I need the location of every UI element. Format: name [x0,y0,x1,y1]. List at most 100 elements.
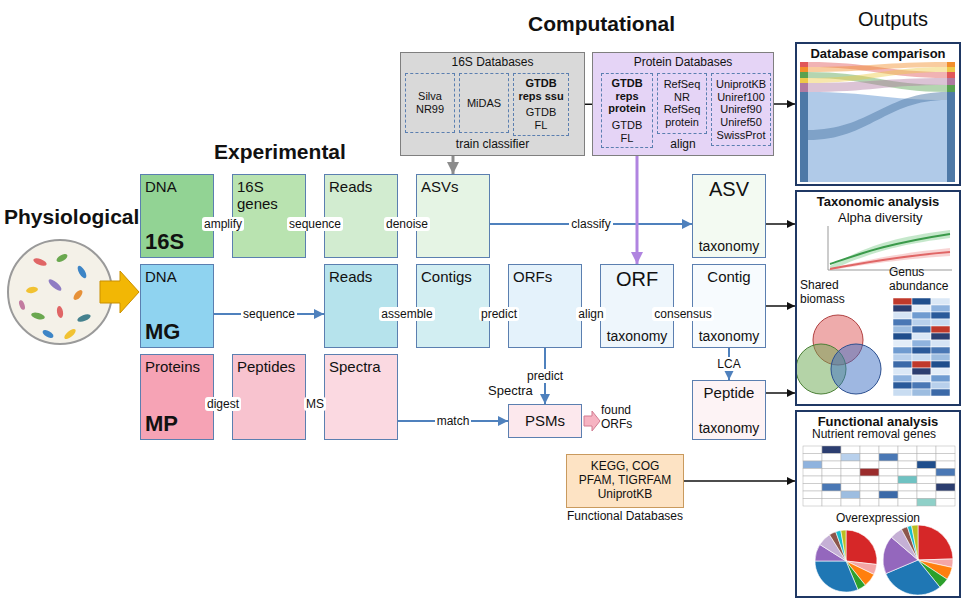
heatmap-cell [893,389,912,396]
heatmap-cell [860,469,879,477]
pie-slice [815,561,858,592]
microbes [18,252,92,340]
text-label: Outputs [858,8,928,31]
heatmap-cell [879,469,898,477]
heatmap-cell [803,499,822,507]
heatmap-cell [893,375,912,382]
heatmap-cell [912,347,931,354]
pie-slice [841,530,846,561]
heatmap-cell [912,312,931,319]
heatmap-cell [917,469,936,477]
node-text: Database comparison [801,47,955,62]
microbe [18,299,26,310]
heatmap-cell [912,333,931,340]
pie-slice [907,526,918,560]
node-text: Protein Databases [597,56,769,70]
heatmap-cell [931,382,950,389]
heatmap-cell [931,312,950,319]
heatmap-cell [893,312,912,319]
confidence-band [830,230,950,270]
edge-label: amplify [202,217,244,231]
alpha-diversity-chart [828,226,952,270]
process-box: ProteinsMP [140,354,214,440]
connector-arrow [636,156,639,264]
heatmap-cell [879,499,898,507]
heatmap-cell [879,454,898,462]
heatmap-cell [803,484,822,492]
heatmap-cell [860,484,879,492]
found-arrow [584,411,600,431]
database-box: GTDB reps proteinGTDB FL [601,73,653,148]
heatmap-cell [893,368,912,375]
sample-illustration [8,240,139,344]
node-text: taxonomy [697,328,761,344]
heatmap-cell [822,499,841,507]
node-text: Spectra [329,358,393,375]
text-label: Shared biomass [800,279,856,307]
connector-arrow [766,305,795,307]
heatmap-cell [931,298,950,305]
heatmap-cell [912,382,931,389]
sankey-flow [808,92,947,182]
process-box: Reads [324,174,398,258]
sankey-bar [800,62,808,67]
connector-arrow [766,223,795,225]
edge-label: predict [525,369,565,383]
process-box: Contigs [416,264,490,348]
sankey-bar [947,100,955,182]
sankey-bar [800,83,808,92]
sankey-bar [947,62,955,67]
edge-label: denoise [384,217,430,231]
connector-arrow [774,103,795,105]
heatmap-cell [860,461,879,469]
sankey-bar [800,67,808,72]
genus-heatmap [893,298,950,396]
heatmap-cell [803,491,822,499]
edge-label: predict [479,307,519,321]
database-group: Protein DatabasesalignGTDB reps proteinG… [592,52,774,156]
node-text: ORF [605,268,669,291]
heatmap-cell [803,476,822,484]
nutrient-heatmap [803,446,955,506]
process-box: DNA16S [140,174,214,258]
heatmap-cell [860,499,879,507]
heatmap-cell [879,484,898,492]
heatmap-cell [841,454,860,462]
heatmap-cell [936,476,955,484]
node-text: 16S genes [237,178,301,213]
sankey-bars [800,62,955,182]
heatmap-cell [936,491,955,499]
pie-chart [815,530,877,592]
microbe [32,257,47,267]
text-label: Genus abundance [889,266,955,294]
heatmap-cell [860,476,879,484]
text-label: Experimental [214,140,346,164]
microbe [26,286,39,294]
database-box: Silva NR99 [405,73,455,133]
heatmap-cell [841,446,860,454]
microbe [30,311,45,320]
process-box: ORFs [508,264,582,348]
database-group: 16S Databasestrain classifierSilva NR99M… [400,52,585,156]
heatmap-cell [893,361,912,368]
axis [828,226,829,270]
edge-label: digest [205,397,241,411]
venn-circle [831,344,881,394]
connector-arrow [452,156,455,174]
sankey-bar [800,92,808,182]
heatmap-cell [931,368,950,375]
heatmap-cell [931,340,950,347]
heatmap-cell [917,484,936,492]
text-label: Computational [528,12,675,36]
heatmap-cell [893,354,912,361]
microbe [72,288,84,301]
node-text: 16S Databases [405,56,580,70]
heatmap-cell [822,491,841,499]
node-text: UniprotKB Uniref100 Uniref90 Uniref50 Sw… [716,78,766,141]
heatmap-cell [879,491,898,499]
node-text: Reads [329,178,393,195]
heatmap-cell [898,454,917,462]
text-label: found ORFs [601,404,647,432]
process-box: Contigtaxonomy [692,264,766,348]
